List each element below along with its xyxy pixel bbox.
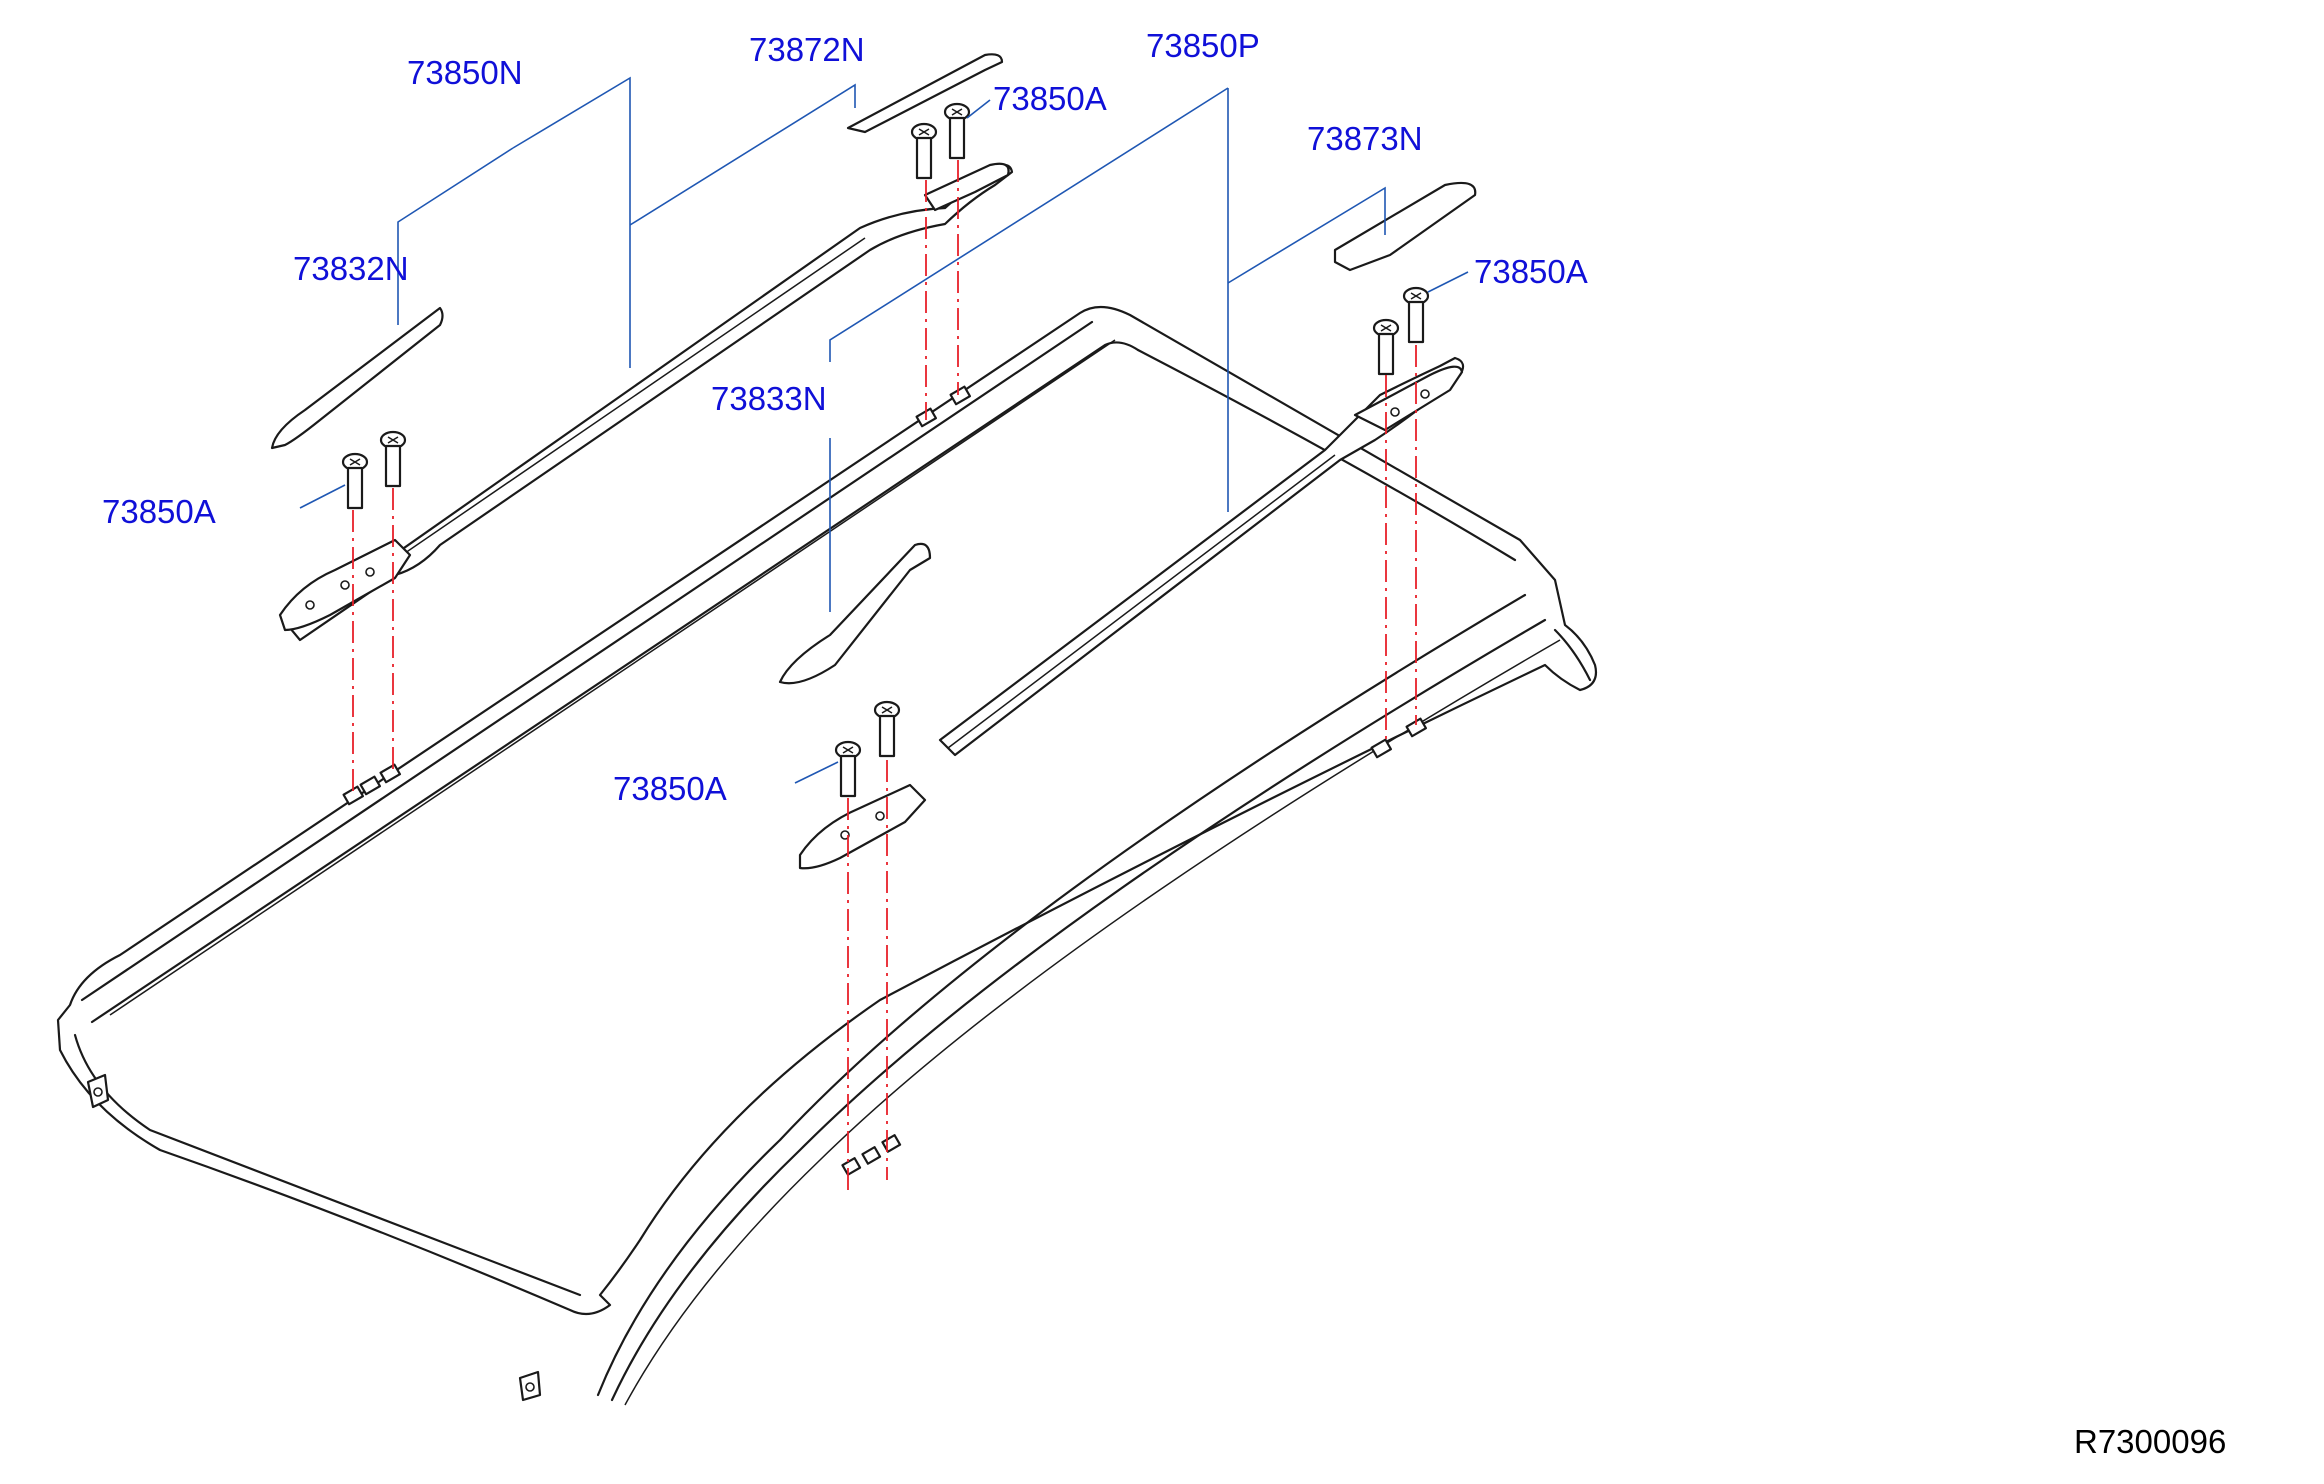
roof-rear-flange [1553,628,1592,682]
bolt [873,700,901,758]
callout-finisher-left-rear: 73872N [749,31,865,68]
roof-right-channel-line [624,639,1561,1406]
right-rail-front-foot [798,783,927,870]
leader-bolt-left-front [299,484,346,509]
callout-bolt-right-rear: 73850A [1474,253,1588,290]
bolt [834,740,862,798]
alignment-lines [352,160,1417,1190]
roof-right-channel-outer [596,593,1527,1397]
finisher-left-rear [846,53,1004,134]
leader-lines [299,76,1469,784]
bolt [1372,318,1400,376]
slot [359,775,382,796]
finisher-left-front [270,306,444,450]
bolt [379,430,407,488]
rail-foot-hole [305,600,315,610]
slot [841,1157,862,1176]
roof-left-channel-line [109,339,1116,1016]
callout-finisher-right-rear: 73873N [1307,120,1423,157]
right-rail-rear-foot [1353,365,1464,432]
leader-finisher-left-rear [629,83,856,226]
leader-rail-left [512,76,631,368]
roof-mounting-slots [342,385,1428,1176]
bolt [1402,286,1430,344]
bolt [910,122,938,180]
rail-foot-hole [840,830,850,840]
left-roof-rail [278,162,1014,642]
callout-bolt-left-front: 73850A [102,493,216,530]
rail-foot-hole [365,567,375,577]
rail-foot-hole [1420,389,1430,399]
bolts [341,102,1430,798]
corner-tab-hole [93,1087,103,1097]
slot [1405,717,1428,738]
right-rail-ridge [947,454,1336,749]
roof-right-channel-inner [610,618,1547,1402]
callout-bolt-left-rear: 73850A [993,80,1107,117]
slot [1370,738,1393,759]
roof-panel-outline [56,305,1598,1316]
callout-bolt-right-front: 73850A [613,770,727,807]
rail-foot-hole [1390,407,1400,417]
bolt [341,452,369,510]
leader-finisher-right-front-top [829,87,1229,362]
diagram-reference-code: R7300096 [2074,1423,2226,1460]
leader-bolt-right-rear [1427,271,1469,293]
slot [861,1146,882,1165]
rail-foot-hole [875,811,885,821]
front-tab-hole [525,1382,535,1392]
finisher-right-rear [1333,181,1477,272]
callout-rail-right: 73850P [1146,27,1260,64]
callout-finisher-left-front: 73832N [293,250,409,287]
callout-rail-left: 73850N [407,54,523,91]
finisher-right-front [778,542,932,685]
right-roof-rail [798,356,1465,870]
roof-left-channel-outer [80,320,1094,1002]
leader-bolt-left-rear [966,99,991,119]
callout-finisher-right-front: 73833N [711,380,827,417]
roof-left-channel-inner [90,341,1140,1024]
bolt [943,102,971,160]
left-rail-rear-foot [923,162,1010,212]
slot [881,1134,902,1153]
leader-rail-left-branch [397,147,514,232]
leader-finisher-right-rear [1227,186,1386,284]
rail-foot-hole [340,580,350,590]
leader-bolt-right-front [794,761,839,784]
slot [379,763,402,784]
slot [342,785,365,806]
